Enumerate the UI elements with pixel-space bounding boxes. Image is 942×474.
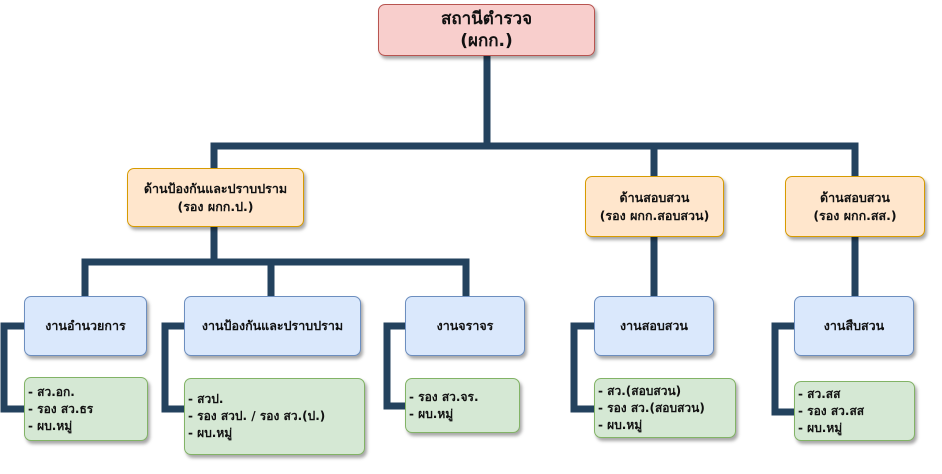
unit-investigation: งานสอบสวน <box>594 296 714 356</box>
unit-prevention: งานป้องกันและปราบปราม <box>184 296 361 356</box>
staff-item: - สว.สส <box>798 386 841 401</box>
unit-label: งานจราจร <box>436 318 494 333</box>
unit-label: งานสอบสวน <box>620 318 688 333</box>
staff-traffic: - รอง สว.จร. - ผบ.หมู่ <box>405 378 520 433</box>
connector-elbow-detective <box>771 322 798 416</box>
unit-label: งานสืบสวน <box>823 318 885 333</box>
staff-detective: - สว.สส - รอง สว.สส - ผบ.หมู่ <box>794 381 915 441</box>
division-subtitle: (รอง ผกก.สส.) <box>813 207 897 223</box>
root-node: สถานีตำรวจ (ผกก.) <box>378 4 595 56</box>
division-subtitle: (รอง ผกก.สอบสวน) <box>599 207 710 223</box>
staff-item: - รอง สว.สส <box>798 403 865 418</box>
unit-traffic: งานจราจร <box>405 296 525 356</box>
division-detective: ด้านสอบสวน (รอง ผกก.สส.) <box>785 176 925 237</box>
unit-label: งานป้องกันและปราบปราม <box>201 318 344 333</box>
staff-item: - รอง สว.ธร <box>28 401 94 416</box>
unit-label: งานอำนวยการ <box>45 318 126 333</box>
staff-investigation: - สว.(สอบสวน) - รอง สว.(สอบสวน) - ผบ.หมู… <box>594 378 736 438</box>
connector-elbow-admin <box>0 322 28 413</box>
connector-elbow-traffic <box>383 322 409 410</box>
staff-item: - รอง สว.จร. <box>409 389 479 404</box>
staff-prevention: - สวป. - รอง สวป. / รอง สว.(ป.) - ผบ.หมู… <box>184 378 365 455</box>
staff-item: - ผบ.หมู่ <box>798 420 843 435</box>
division-prevention: ด้านป้องกันและปราบปราม (รอง ผกก.ป.) <box>127 168 304 227</box>
connector-elbow-prevention <box>161 322 188 413</box>
staff-item: - สว.(สอบสวน) <box>598 383 682 398</box>
staff-item: - ผบ.หมู่ <box>409 406 454 421</box>
staff-item: - สวป. <box>188 392 224 406</box>
division-title: ด้านสอบสวน <box>820 189 890 205</box>
division-title: ด้านสอบสวน <box>619 189 690 205</box>
staff-item: - ผบ.หมู่ <box>188 426 233 440</box>
staff-item: - รอง สวป. / รอง สว.(ป.) <box>188 409 326 423</box>
staff-item: - ผบ.หมู่ <box>28 418 73 433</box>
staff-administration: - สว.อก. - รอง สว.ธร - ผบ.หมู่ <box>24 377 148 441</box>
unit-detective: งานสืบสวน <box>794 296 914 356</box>
connector-elbow-investigation <box>570 322 598 413</box>
staff-item: - รอง สว.(สอบสวน) <box>598 400 705 415</box>
division-subtitle: (รอง ผกก.ป.) <box>177 198 254 214</box>
root-subtitle: (ผกก.) <box>460 31 513 51</box>
staff-item: - สว.อก. <box>28 384 75 399</box>
division-title: ด้านป้องกันและปราบปราม <box>143 180 288 196</box>
unit-administration: งานอำนวยการ <box>24 296 147 356</box>
division-investigation: ด้านสอบสวน (รอง ผกก.สอบสวน) <box>585 176 724 237</box>
staff-item: - ผบ.หมู่ <box>598 417 643 432</box>
root-title: สถานีตำรวจ <box>440 9 533 29</box>
